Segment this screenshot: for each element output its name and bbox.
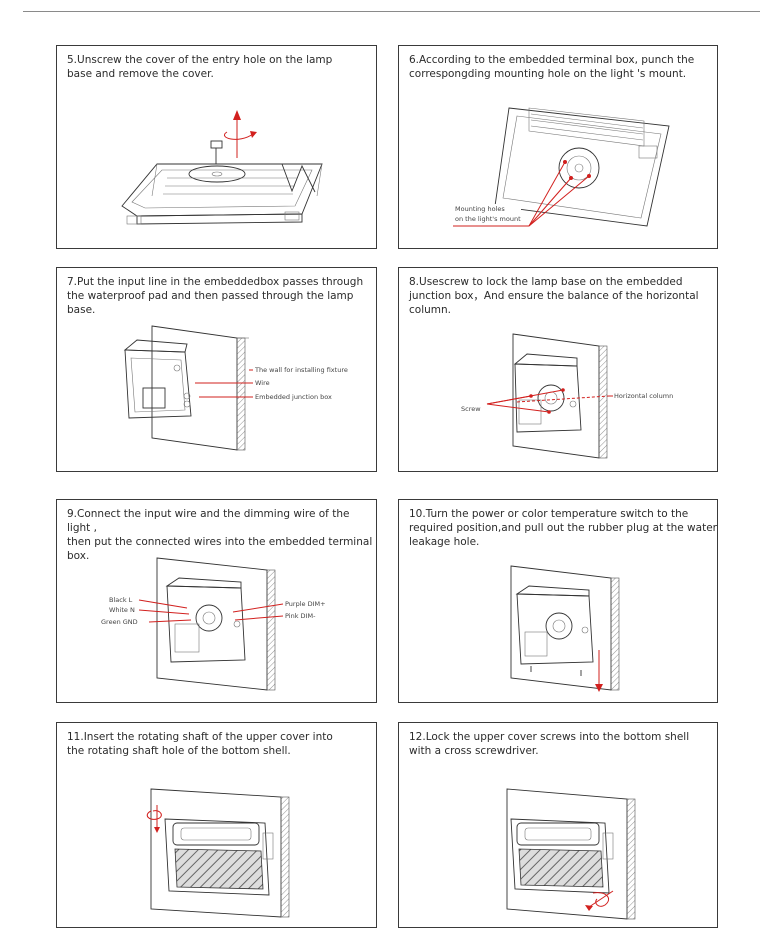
step-6-caption: 6.According to the embedded terminal box…: [409, 54, 695, 80]
step-10-illustration: [510, 565, 620, 692]
junction-box-label: Embedded junction box: [255, 393, 332, 401]
step-7-illustration: The wall for installing fixture Wire Emb…: [123, 325, 348, 451]
step-5-caption: 5.Unscrew the cover of the entry hole on…: [67, 54, 333, 80]
step-8-illustration: Screw Horizontal column: [461, 333, 673, 459]
step-12-panel: 12.Lock the upper cover screws into the …: [398, 722, 718, 928]
step-5-illustration: [121, 110, 323, 225]
purple-label: Purple DIM+: [285, 600, 326, 608]
step-9-illustration: Black L White N Green GND Purple DIM+ Pi…: [101, 557, 326, 691]
step-12-illustration: [506, 788, 636, 920]
step-7-panel: 7.Put the input line in the embeddedbox …: [56, 267, 377, 472]
step-10-panel: 10.Turn the power or color temperature s…: [398, 499, 718, 703]
wire-label: Wire: [255, 379, 270, 387]
mounting-holes-text: Mounting holes on the light's mount: [455, 204, 521, 224]
step-11-caption: 11.Insert the rotating shaft of the uppe…: [67, 731, 333, 757]
header-divider: [23, 11, 760, 12]
white-label: White N: [109, 606, 135, 614]
step-11-panel: 11.Insert the rotating shaft of the uppe…: [56, 722, 377, 928]
step-11-illustration: [146, 788, 290, 918]
horizontal-column-label: Horizontal column: [614, 392, 673, 400]
step-9-caption: 9.Connect the input wire and the dimming…: [67, 508, 373, 562]
pink-label: Pink DIM-: [285, 612, 316, 620]
black-label: Black L: [109, 596, 133, 604]
step-5-panel: 5.Unscrew the cover of the entry hole on…: [56, 45, 377, 249]
step-7-caption: 7.Put the input line in the embeddedbox …: [67, 276, 364, 316]
step-6-illustration: [453, 107, 670, 227]
step-6-panel: 6.According to the embedded terminal box…: [398, 45, 718, 249]
wall-label: The wall for installing fixture: [254, 366, 348, 374]
step-10-caption: 10.Turn the power or color temperature s…: [409, 508, 717, 548]
step-9-panel: 9.Connect the input wire and the dimming…: [56, 499, 377, 703]
green-label: Green GND: [101, 618, 138, 626]
screw-label: Screw: [461, 405, 481, 413]
step-8-caption: 8.Usescrew to lock the lamp base on the …: [409, 276, 699, 316]
step-12-caption: 12.Lock the upper cover screws into the …: [409, 731, 690, 757]
step-8-panel: 8.Usescrew to lock the lamp base on the …: [398, 267, 718, 472]
